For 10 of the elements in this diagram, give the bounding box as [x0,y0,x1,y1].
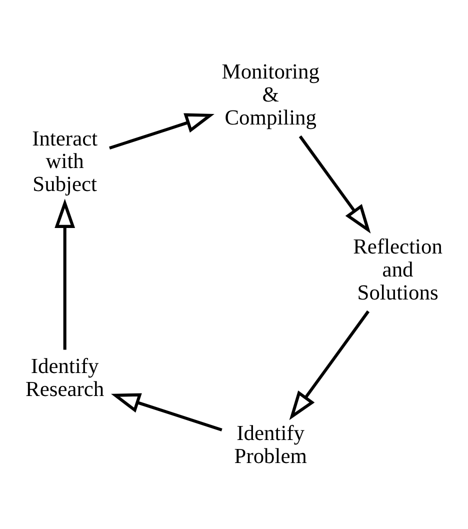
node-text: Monitoring & Compiling [222,58,320,129]
arrow [289,310,370,420]
arrow [109,112,214,150]
node-text: Reflection and Solutions [353,234,442,304]
node-text: Identify Research [26,354,104,401]
arrow [298,134,371,234]
node-text: Interact with Subject [32,126,98,196]
arrow [111,392,222,431]
arrow [54,198,76,350]
node-text: Identify Problem [234,420,307,468]
